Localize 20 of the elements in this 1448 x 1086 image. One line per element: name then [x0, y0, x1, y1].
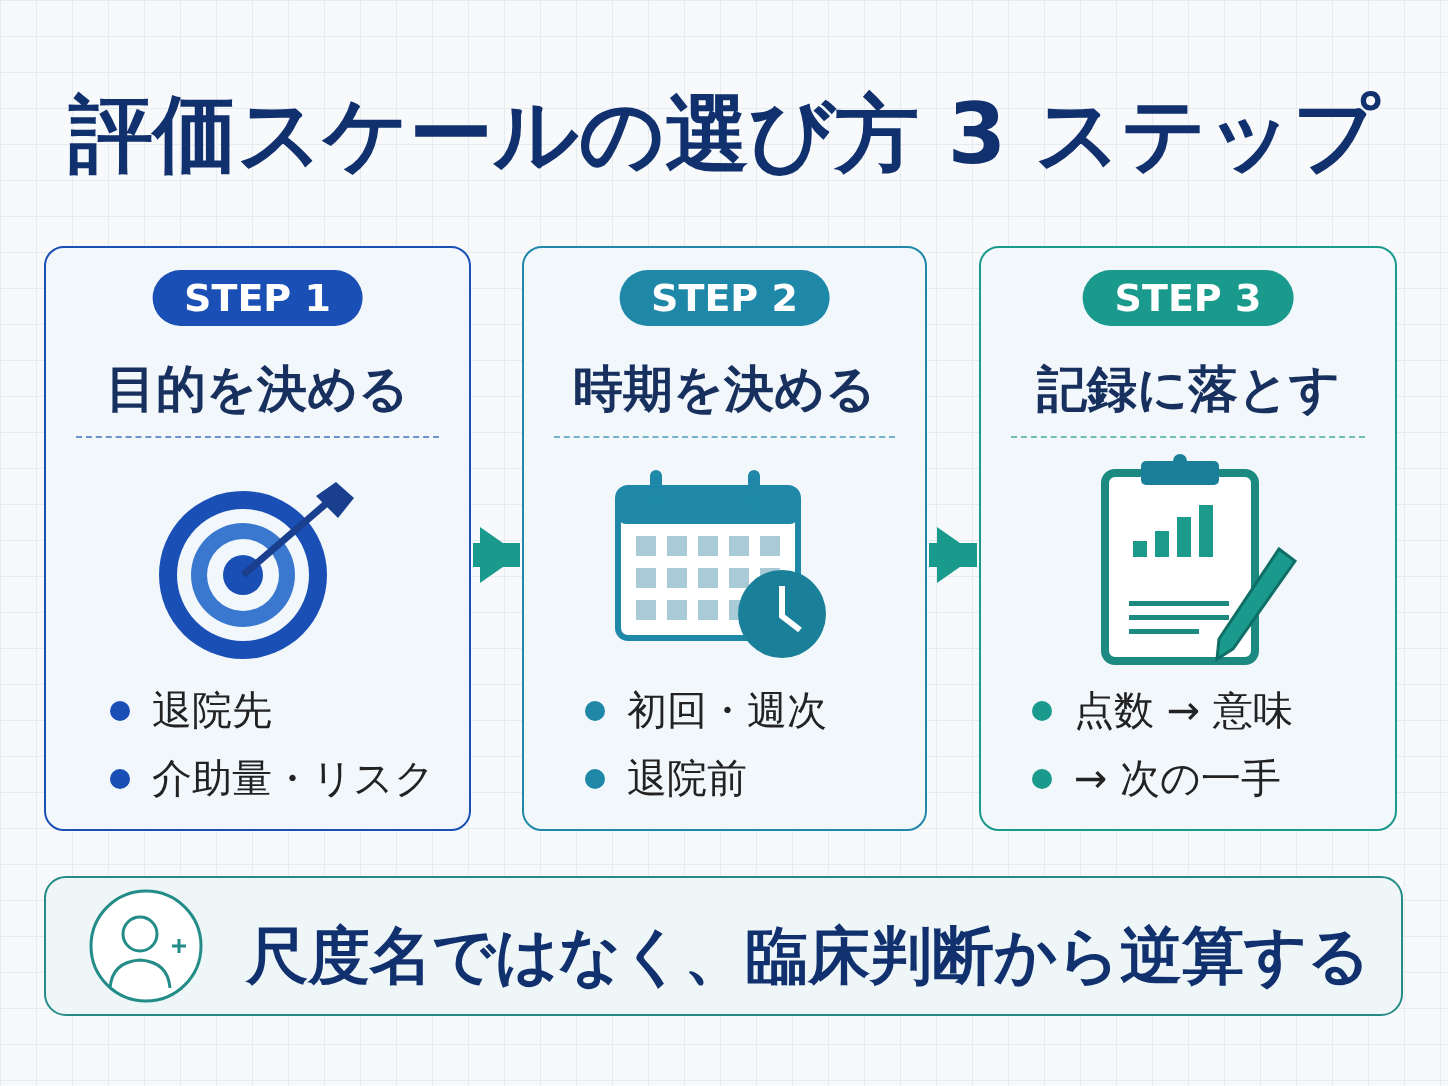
arrow: [929, 527, 977, 583]
arrow: [473, 527, 520, 583]
step-badge: STEP 3: [1082, 270, 1294, 326]
step-card: [44, 246, 471, 831]
bullet-item: 退院先: [110, 683, 272, 738]
bullet-item: 介助量・リスク: [110, 751, 435, 806]
message-banner: [44, 876, 1403, 1016]
step-card: [522, 246, 927, 831]
step-badge: STEP 2: [619, 270, 830, 326]
bullet-item: → 次の一手: [1032, 751, 1282, 806]
bullet-item: 初回・週次: [585, 683, 827, 738]
bullet-item: 退院前: [585, 751, 747, 806]
step-heading: 記録に落とす: [1035, 359, 1341, 420]
message-text: 尺度名ではなく、臨床判断から逆算する: [246, 918, 1370, 994]
bullet-item: 点数 → 意味: [1032, 683, 1293, 738]
step-card: [979, 246, 1397, 831]
step-heading: 目的を決める: [105, 359, 410, 420]
title: 評価スケールの選び方 3 ステップ: [67, 84, 1382, 185]
step-heading: 時期を決める: [572, 359, 877, 420]
step-badge: STEP 1: [152, 270, 363, 326]
